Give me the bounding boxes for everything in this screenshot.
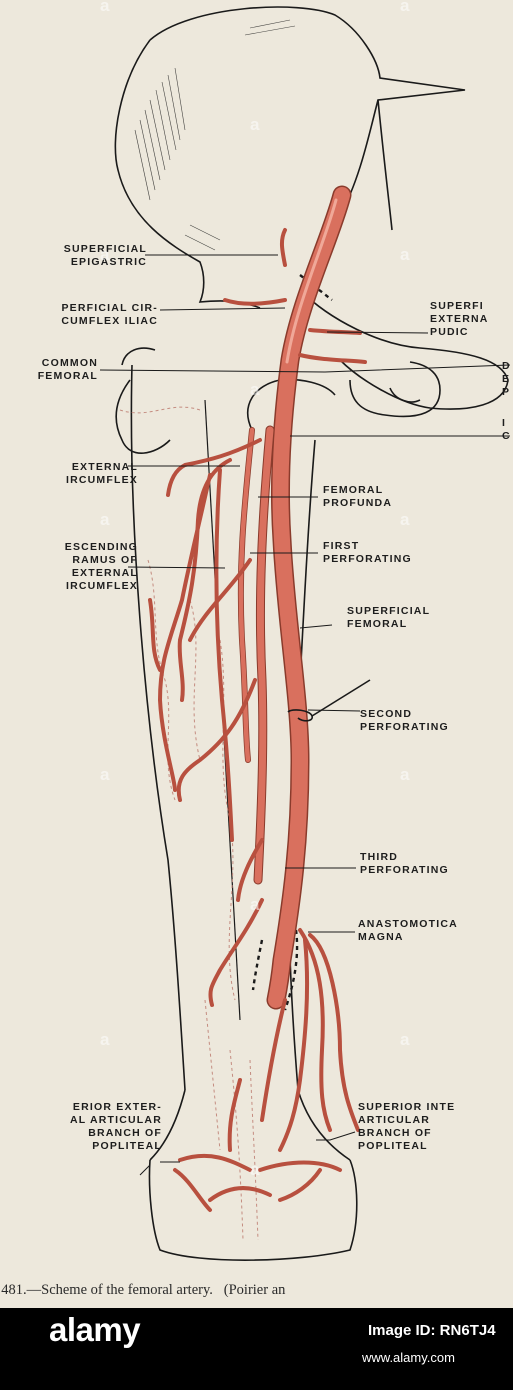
femoral-artery [266, 185, 352, 1010]
watermark-a: a [100, 0, 110, 15]
alamy-logo: alamy [49, 1311, 141, 1348]
hip-bone-outline [114, 6, 509, 454]
femoral-artery-illustration [99, 6, 511, 1261]
label-descending-ramus: ESCENDING RAMUS OF EXTERNAL IRCUMFLEX [64, 541, 138, 592]
label-first-perforating: FIRST PERFORATING [323, 540, 412, 565]
label-superficial-femoral: SUPERFICIAL FEMORAL [347, 605, 431, 630]
label-third-perforating: THIRD PERFORATING [360, 851, 449, 876]
label-superior-external-articular: ERIOR EXTER- AL ARTICULAR BRANCH OF POPL… [70, 1101, 162, 1152]
label-superior-internal-articular: SUPERIOR INTE ARTICULAR BRANCH OF POPLIT… [358, 1101, 456, 1152]
watermark-a: a [100, 1030, 110, 1049]
watermark-a: a [400, 1030, 410, 1049]
label-second-perforating: SECOND PERFORATING [360, 708, 449, 733]
watermark-a: a [250, 895, 260, 914]
deep-dark-dashes [251, 274, 333, 1011]
label-leader-lines [99, 254, 511, 1176]
watermark-a: a [250, 115, 260, 134]
stock-footer-bar [0, 1308, 513, 1390]
label-internal-circumflex: I C [502, 417, 511, 442]
watermark-a: a [400, 765, 410, 784]
label-femoral-profunda: FEMORAL PROFUNDA [323, 484, 393, 509]
watermark-a: a [400, 0, 410, 15]
label-common-femoral: COMMON FEMORAL [37, 357, 98, 382]
watermark-a: a [100, 510, 110, 529]
label-anastomotica-magna: ANASTOMOTICA MAGNA [358, 918, 458, 943]
label-superficial-epigastric: SUPERFICIAL EPIGASTRIC [63, 243, 147, 268]
label-superficial-circumflex-iliac: PERFICIAL CIR- CUMFLEX ILIAC [61, 302, 158, 327]
watermark-a: a [100, 245, 110, 264]
figure-caption: . 481.—Scheme of the femoral artery. (Po… [0, 1282, 286, 1298]
alamy-url: www.alamy.com [362, 1350, 455, 1365]
watermark-a: a [400, 510, 410, 529]
watermark-a: a [400, 245, 410, 264]
label-external-circumflex: EXTERNAL IRCUMFLEX [65, 461, 138, 486]
label-deep-external-pudic: D E P [502, 360, 511, 398]
hip-hatching [134, 19, 296, 251]
watermark-a: a [250, 1160, 260, 1179]
label-superficial-external-pudic: SUPERFI EXTERNA PUDIC [430, 300, 489, 338]
image-id-text: Image ID: RN6TJ4 [368, 1322, 496, 1339]
artery-branches [148, 228, 367, 1212]
profunda-artery [237, 425, 275, 885]
diagram-plate: SUPERFICIAL EPIGASTRIC PERFICIAL CIR- CU… [0, 0, 511, 1298]
watermark-a: a [250, 380, 260, 399]
watermark-a: a [100, 765, 110, 784]
